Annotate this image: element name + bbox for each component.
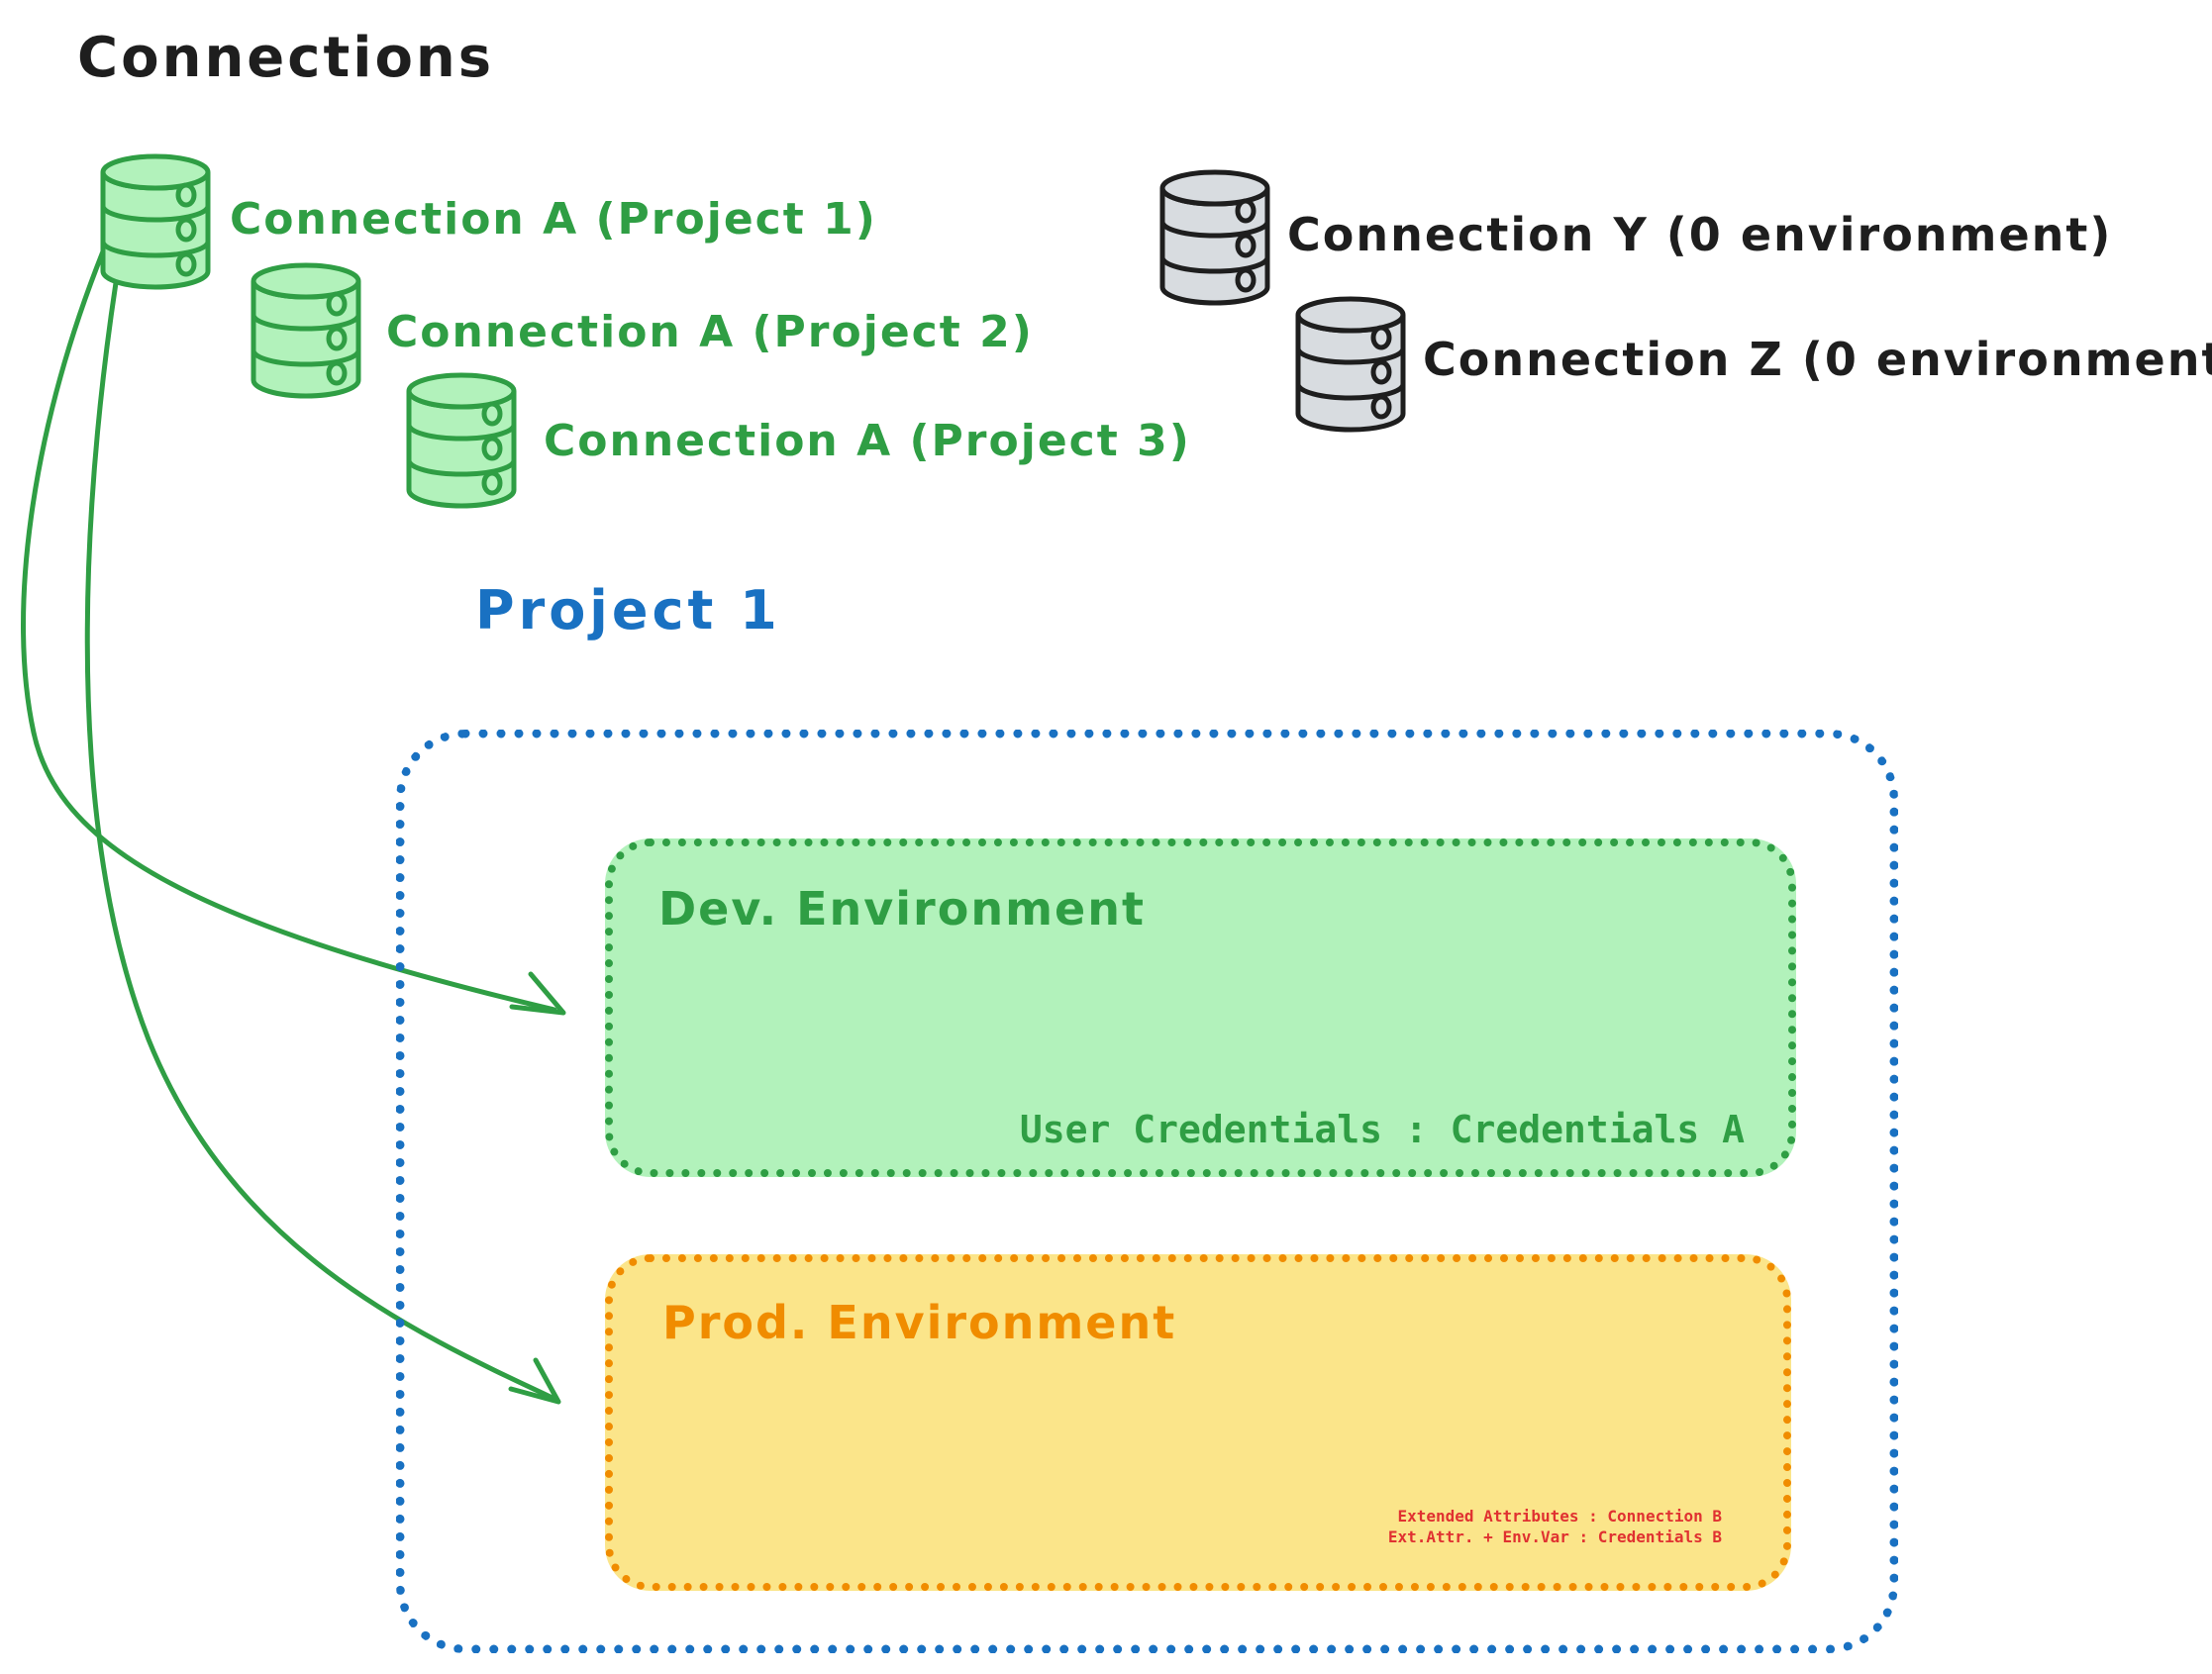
- project-1-container: Dev. Environment User Credentials : Cred…: [396, 730, 1898, 1653]
- gray-database-icon-z: [1294, 293, 1408, 437]
- dev-environment-title: Dev. Environment: [658, 882, 1146, 935]
- project-1-title: Project 1: [475, 579, 781, 641]
- prod-environment-title: Prod. Environment: [662, 1296, 1177, 1349]
- prod-ext-attr-env-var-text: Ext.Attr. + Env.Var : Credentials B: [1387, 1526, 1722, 1546]
- green-database-icon-1: [99, 150, 213, 294]
- dev-credentials-text: User Credentials : Credentials A: [1019, 1108, 1745, 1151]
- connection-label-z: Connection Z (0 environment): [1423, 333, 2212, 386]
- connection-label-a-project-3: Connection A (Project 3): [544, 416, 1191, 466]
- connection-label-a-project-2: Connection A (Project 2): [386, 307, 1034, 357]
- diagram-title: Connections: [77, 26, 495, 90]
- prod-environment-box: Prod. Environment Extended Attributes : …: [605, 1254, 1791, 1591]
- prod-extended-attributes-text: Extended Attributes : Connection B: [1397, 1507, 1722, 1526]
- gray-database-icon-y: [1158, 166, 1272, 310]
- green-database-icon-2: [250, 259, 363, 403]
- connection-label-a-project-1: Connection A (Project 1): [230, 194, 877, 245]
- dev-environment-box: Dev. Environment User Credentials : Cred…: [605, 838, 1796, 1177]
- connection-label-y: Connection Y (0 environment): [1287, 208, 2113, 261]
- green-database-icon-3: [405, 369, 519, 513]
- prod-credentials-block: Extended Attributes : Connection B Ext.A…: [1388, 1507, 1722, 1547]
